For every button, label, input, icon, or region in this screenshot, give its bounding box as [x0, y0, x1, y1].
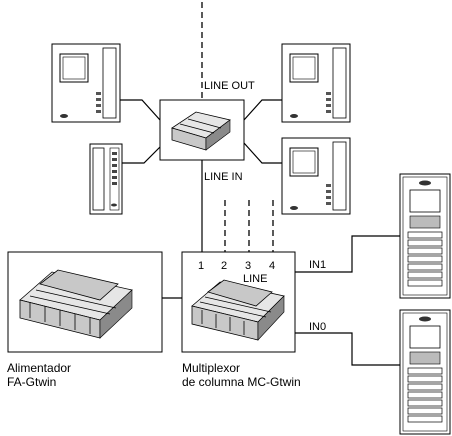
speaker-grille — [409, 351, 441, 365]
camera-icon — [419, 316, 431, 322]
power-supply-device-icon — [19, 269, 133, 339]
wire-in1 — [295, 235, 400, 273]
wire-handset-left — [122, 142, 165, 164]
wire-monitor-top-right — [243, 99, 282, 121]
multiplexer-caption-line1: Multiplexor — [182, 361, 240, 375]
monitor-screen — [289, 53, 319, 83]
distributor-device-icon — [171, 111, 231, 151]
power-supply-caption-line2: FA-Gtwin — [7, 375, 56, 389]
monitor-top-left — [51, 43, 121, 123]
terminal-4-label: 4 — [269, 260, 275, 272]
monitor-top-right — [281, 43, 351, 123]
power-supply-box — [7, 251, 163, 353]
line-out-label: LINE OUT — [204, 80, 255, 92]
monitor-screen — [59, 53, 89, 83]
line-in-label: LINE IN — [204, 171, 243, 183]
panel-display — [409, 189, 441, 213]
in1-label: IN1 — [309, 259, 326, 271]
door-panel-in0 — [399, 309, 451, 435]
line-label: LINE — [243, 273, 267, 285]
multiplexer-box — [181, 251, 296, 353]
speaker-grille — [409, 215, 441, 229]
wire-in0 — [295, 332, 400, 366]
door-panel-in1 — [399, 173, 451, 299]
monitor-screen — [289, 147, 319, 177]
wire-monitor-top-left — [120, 99, 161, 121]
monitor-handset — [332, 141, 347, 211]
multiplexer-caption-line2: de columna MC-Gtwin — [182, 375, 301, 389]
wiring — [120, 2, 400, 366]
terminal-2-label: 2 — [221, 260, 227, 272]
terminal-3-label: 3 — [245, 260, 251, 272]
in0-label: IN0 — [309, 321, 326, 333]
monitor-handset — [332, 47, 347, 119]
terminal-1-label: 1 — [198, 260, 204, 272]
distributor-box — [159, 99, 245, 161]
wire-monitor-bottom-right — [243, 142, 282, 164]
multiplexer-device-icon — [191, 279, 285, 341]
monitor-bottom-right — [281, 137, 351, 215]
monitor-handset — [102, 47, 117, 119]
power-supply-caption-line1: Alimentador — [7, 361, 71, 375]
telephone-handset — [89, 143, 123, 215]
camera-icon — [419, 180, 431, 186]
panel-display — [409, 325, 441, 349]
